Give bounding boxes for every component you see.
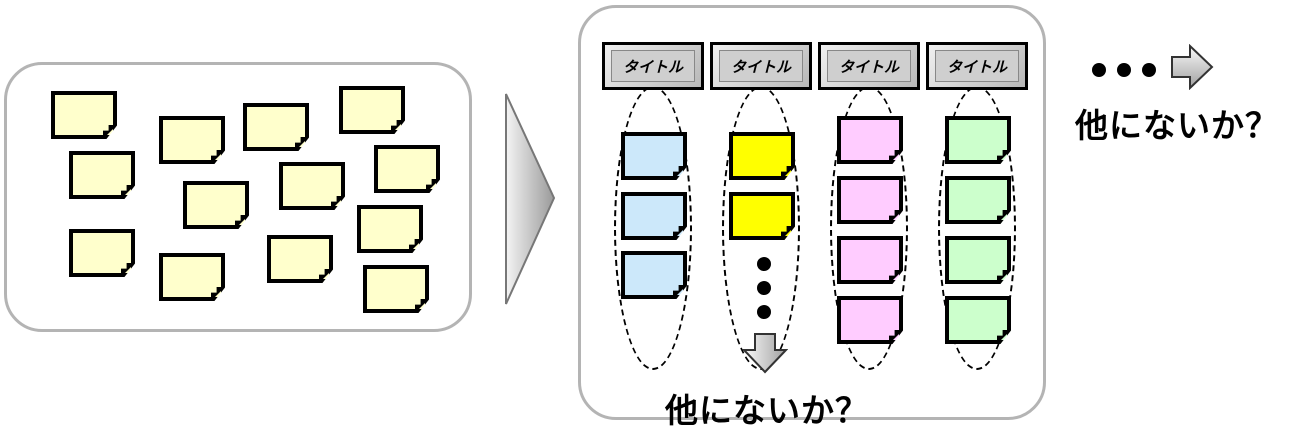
sticky-note	[51, 91, 117, 139]
sticky-note	[837, 236, 903, 284]
sticky-note	[159, 253, 225, 301]
sticky-note	[267, 235, 333, 283]
sticky-note	[945, 116, 1011, 164]
sticky-note	[339, 86, 405, 134]
arrow-right-icon	[1171, 44, 1214, 90]
ellipsis-dot	[1092, 63, 1106, 77]
ellipsis-dot	[757, 281, 771, 295]
column-title: タイトル	[827, 50, 911, 82]
column-title-header: タイトル	[602, 42, 704, 90]
sticky-note	[945, 176, 1011, 224]
ellipsis-dot	[757, 257, 771, 271]
ellipsis-dot	[757, 305, 771, 319]
sticky-note	[729, 192, 795, 240]
column-title: タイトル	[719, 50, 803, 82]
sticky-note	[945, 296, 1011, 344]
sticky-note	[837, 176, 903, 224]
sticky-note	[69, 151, 135, 199]
column-title-header: タイトル	[710, 42, 812, 90]
column-title-header: タイトル	[818, 42, 920, 90]
sticky-note	[837, 296, 903, 344]
sticky-note	[621, 251, 687, 299]
sticky-note	[621, 192, 687, 240]
sticky-note	[357, 205, 423, 253]
sticky-note	[183, 181, 249, 229]
sticky-note	[837, 116, 903, 164]
sticky-note	[729, 132, 795, 180]
sticky-note	[945, 236, 1011, 284]
column-title: タイトル	[935, 50, 1019, 82]
question-label-right: 他にないか？	[1075, 106, 1279, 145]
sticky-note	[621, 132, 687, 180]
question-label-bottom: 他にないか？	[665, 391, 869, 430]
chevron-right-big-arrow-icon	[505, 93, 556, 305]
ellipsis-dot	[1142, 63, 1156, 77]
sticky-note	[279, 162, 345, 210]
column-title-header: タイトル	[926, 42, 1028, 90]
ellipsis-dot	[1117, 63, 1131, 77]
arrow-down-icon	[742, 333, 788, 374]
column-title: タイトル	[611, 50, 695, 82]
sticky-note	[374, 145, 440, 193]
sticky-note	[159, 116, 225, 164]
sticky-note	[243, 103, 309, 151]
sticky-note	[69, 229, 135, 277]
sticky-note	[363, 265, 429, 313]
